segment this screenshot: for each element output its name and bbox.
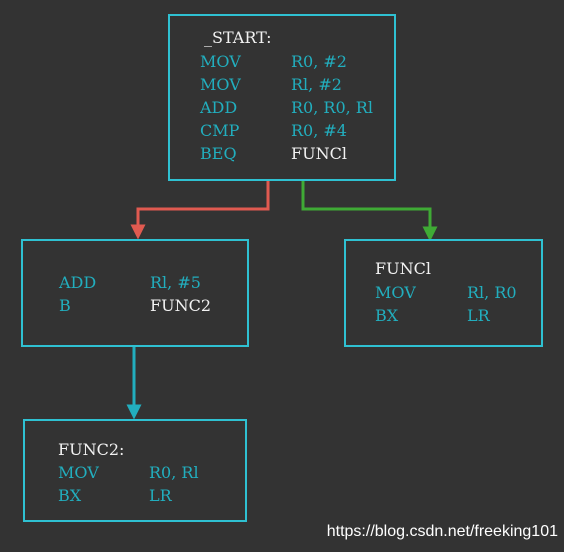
instruction-mnemonic: MOV [200, 52, 241, 71]
instruction-mnemonic: MOV [200, 75, 241, 94]
instruction-mnemonic: MOV [58, 463, 99, 482]
instruction-operands: LR [149, 486, 172, 505]
instruction-operands: R0, #2 [291, 52, 347, 71]
block-func2: FUNC2: MOV R0, Rl BX LR [23, 419, 247, 522]
instruction-operands: R0, #4 [291, 121, 347, 140]
block-start-label: _START: [204, 28, 272, 47]
branch-target-label: FUNC2 [150, 296, 212, 315]
instruction-mnemonic: BEQ [200, 144, 237, 163]
branch-target-label: FUNCl [291, 144, 347, 163]
instruction-mnemonic: MOV [375, 283, 416, 302]
block-func2-label: FUNC2: [58, 440, 125, 459]
instruction-operands: LR [467, 306, 490, 325]
instruction-mnemonic: CMP [200, 121, 240, 140]
edge-false-branch [130, 181, 270, 240]
block-fallthrough: ADD Rl, #5 B FUNC2 [21, 239, 249, 347]
edge-true-branch [301, 181, 438, 242]
block-funcl: FUNCl MOV Rl, R0 BX LR [344, 239, 543, 347]
block-start: _START: MOV R0, #2 MOV Rl, #2 ADD R0, R0… [168, 14, 396, 181]
instruction-mnemonic: B [59, 296, 71, 315]
block-funcl-label: FUNCl [375, 259, 431, 278]
instruction-mnemonic: BX [375, 306, 399, 325]
instruction-operands: R0, Rl [149, 463, 199, 482]
instruction-operands: Rl, #5 [150, 273, 201, 292]
instruction-operands: R0, R0, Rl [291, 98, 373, 117]
instruction-operands: Rl, R0 [467, 283, 517, 302]
watermark-url: https://blog.csdn.net/freeking101 [326, 523, 558, 540]
instruction-mnemonic: ADD [59, 273, 97, 292]
instruction-operands: Rl, #2 [291, 75, 342, 94]
instruction-mnemonic: ADD [200, 98, 238, 117]
instruction-mnemonic: BX [58, 486, 82, 505]
